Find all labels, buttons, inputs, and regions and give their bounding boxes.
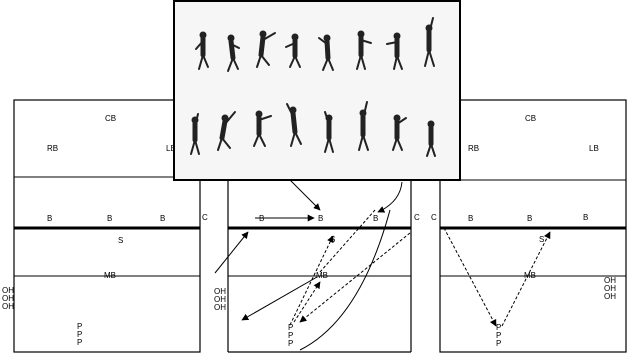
left-p-3: P <box>77 338 83 347</box>
left-lb-label: LB <box>166 144 176 153</box>
left-court <box>13 99 201 353</box>
figure-bottom-4 <box>286 103 302 147</box>
right-blocker-2: B <box>527 214 533 223</box>
figure-bottom-5 <box>324 111 334 153</box>
figure-bottom-7 <box>392 114 407 151</box>
middle-oh-3: OH <box>214 303 226 312</box>
arrow-photo-to-right-block <box>377 181 403 213</box>
right-blocker-1: B <box>468 214 474 223</box>
figure-bottom-2 <box>217 111 236 151</box>
right-court-outline <box>439 99 627 353</box>
left-rb-label: RB <box>47 144 59 153</box>
right-s-label: S <box>539 235 545 244</box>
left-oh-3: OH <box>2 302 14 311</box>
middle-blocker-3: B <box>373 214 379 223</box>
left-c-label: C <box>202 213 208 222</box>
right-oh-3: OH <box>604 292 616 301</box>
middle-blocker-1: B <box>259 214 265 223</box>
figure-top-4 <box>285 33 301 68</box>
right-oh-2: OH <box>604 284 616 293</box>
figure-top-6 <box>356 30 372 70</box>
arrow-dotted-cross <box>299 232 411 323</box>
right-oh-1: OH <box>604 276 616 285</box>
right-lb-label: LB <box>589 144 599 153</box>
right-p-1: P <box>496 323 502 332</box>
figure-bottom-8 <box>426 120 436 157</box>
left-oh-2: OH <box>2 294 14 303</box>
arrow-p-to-mb-mid <box>293 281 321 323</box>
right-cb-label: CB <box>525 114 537 123</box>
right-blocker-3: B <box>583 213 589 222</box>
left-blocker-1: B <box>47 214 53 223</box>
arrow-photo-to-block <box>289 179 321 211</box>
figure-bottom-3 <box>253 110 272 147</box>
line-dotted-upper <box>319 209 376 273</box>
right-p-2: P <box>496 331 502 340</box>
figure-top-7 <box>386 32 403 70</box>
middle-court <box>227 180 412 353</box>
right-court <box>439 99 627 353</box>
left-p-2: P <box>77 330 83 339</box>
left-s-label: S <box>118 236 124 245</box>
curve-long-path <box>299 209 391 351</box>
middle-p-2: P <box>288 331 294 340</box>
left-blocker-3: B <box>160 214 166 223</box>
middle-p-3: P <box>288 339 294 348</box>
arrow-right-c-to-p <box>443 227 497 327</box>
arrow-mb-to-oh <box>241 276 318 321</box>
left-mb-label: MB <box>104 271 116 280</box>
right-p-3: P <box>496 339 502 348</box>
figure-top-8 <box>424 17 435 67</box>
figure-top-3 <box>256 30 276 68</box>
left-p-1: P <box>77 322 83 331</box>
player-figures <box>190 17 436 157</box>
middle-c-label: C <box>414 213 420 222</box>
figure-bottom-1 <box>190 113 200 155</box>
middle-oh-1: OH <box>214 287 226 296</box>
right-mb-label: MB <box>524 271 536 280</box>
middle-mb-label: MB <box>316 271 328 280</box>
right-rb-label: RB <box>468 144 480 153</box>
middle-s-label: S <box>330 235 336 244</box>
middle-oh-2: OH <box>214 295 226 304</box>
figure-top-1 <box>195 31 209 70</box>
figure-bottom-6 <box>358 101 369 151</box>
left-cb-label: CB <box>105 114 117 123</box>
arrow-right-p-to-s <box>501 231 551 327</box>
arrow-left-to-middle <box>214 231 249 274</box>
left-blocker-2: B <box>107 214 113 223</box>
left-oh-1: OH <box>2 286 14 295</box>
left-court-outline <box>13 99 201 353</box>
middle-p-1: P <box>288 323 294 332</box>
spike-sequence-photo <box>173 0 461 181</box>
right-c-label: C <box>431 213 437 222</box>
arrow-p-to-s-mid <box>289 235 334 326</box>
middle-blocker-2: B <box>318 214 324 223</box>
figure-top-2 <box>227 34 240 72</box>
figure-top-5 <box>318 34 334 71</box>
